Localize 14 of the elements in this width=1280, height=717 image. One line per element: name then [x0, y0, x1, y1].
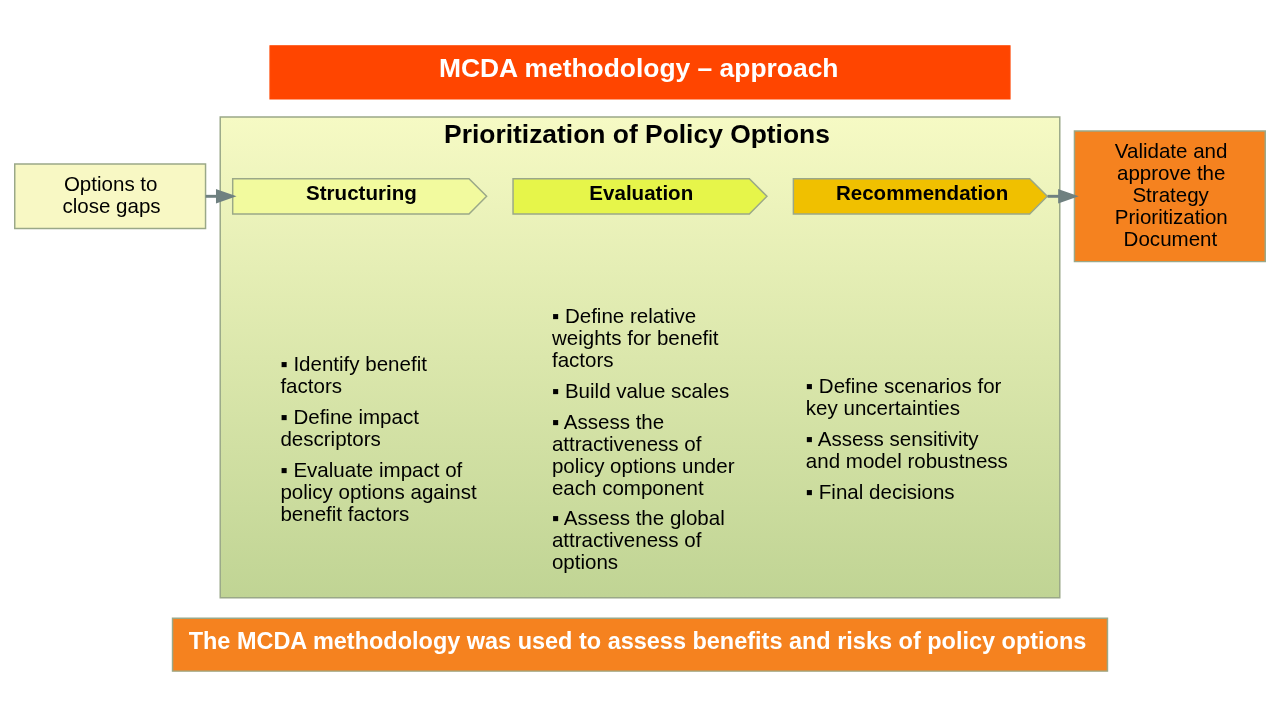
node-label: ▪ Define scenarios for key uncertainties	[805, 374, 1002, 420]
node-label: ▪ Final decisions	[805, 479, 955, 503]
node-box: Validate and approve the Strategy Prioritization Document	[1073, 130, 1266, 263]
node-label: ▪ Define relative weights for benefit factors	[551, 303, 719, 371]
node-box: The MCDA methodology was used to assess benefits and risks of policy options	[171, 617, 1109, 672]
node-label: ▪ Build value scales	[551, 378, 730, 402]
node-label: ▪ Identify benefit factors	[280, 352, 427, 398]
node-box: Options to close gaps	[14, 163, 207, 230]
node-label: ▪ Assess sensitivity and model robustness	[805, 427, 1008, 473]
node-label: ▪ Assess the attractiveness of policy options under each component	[551, 409, 735, 499]
node-box: MCDA methodology – approach	[269, 45, 1011, 100]
node-label: ▪ Define impact descriptors	[280, 405, 419, 451]
node-label: ▪ Evaluate impact of policy options against benefit factors	[280, 457, 477, 525]
node-label: ▪ Assess the global attractiveness of options	[551, 506, 725, 574]
